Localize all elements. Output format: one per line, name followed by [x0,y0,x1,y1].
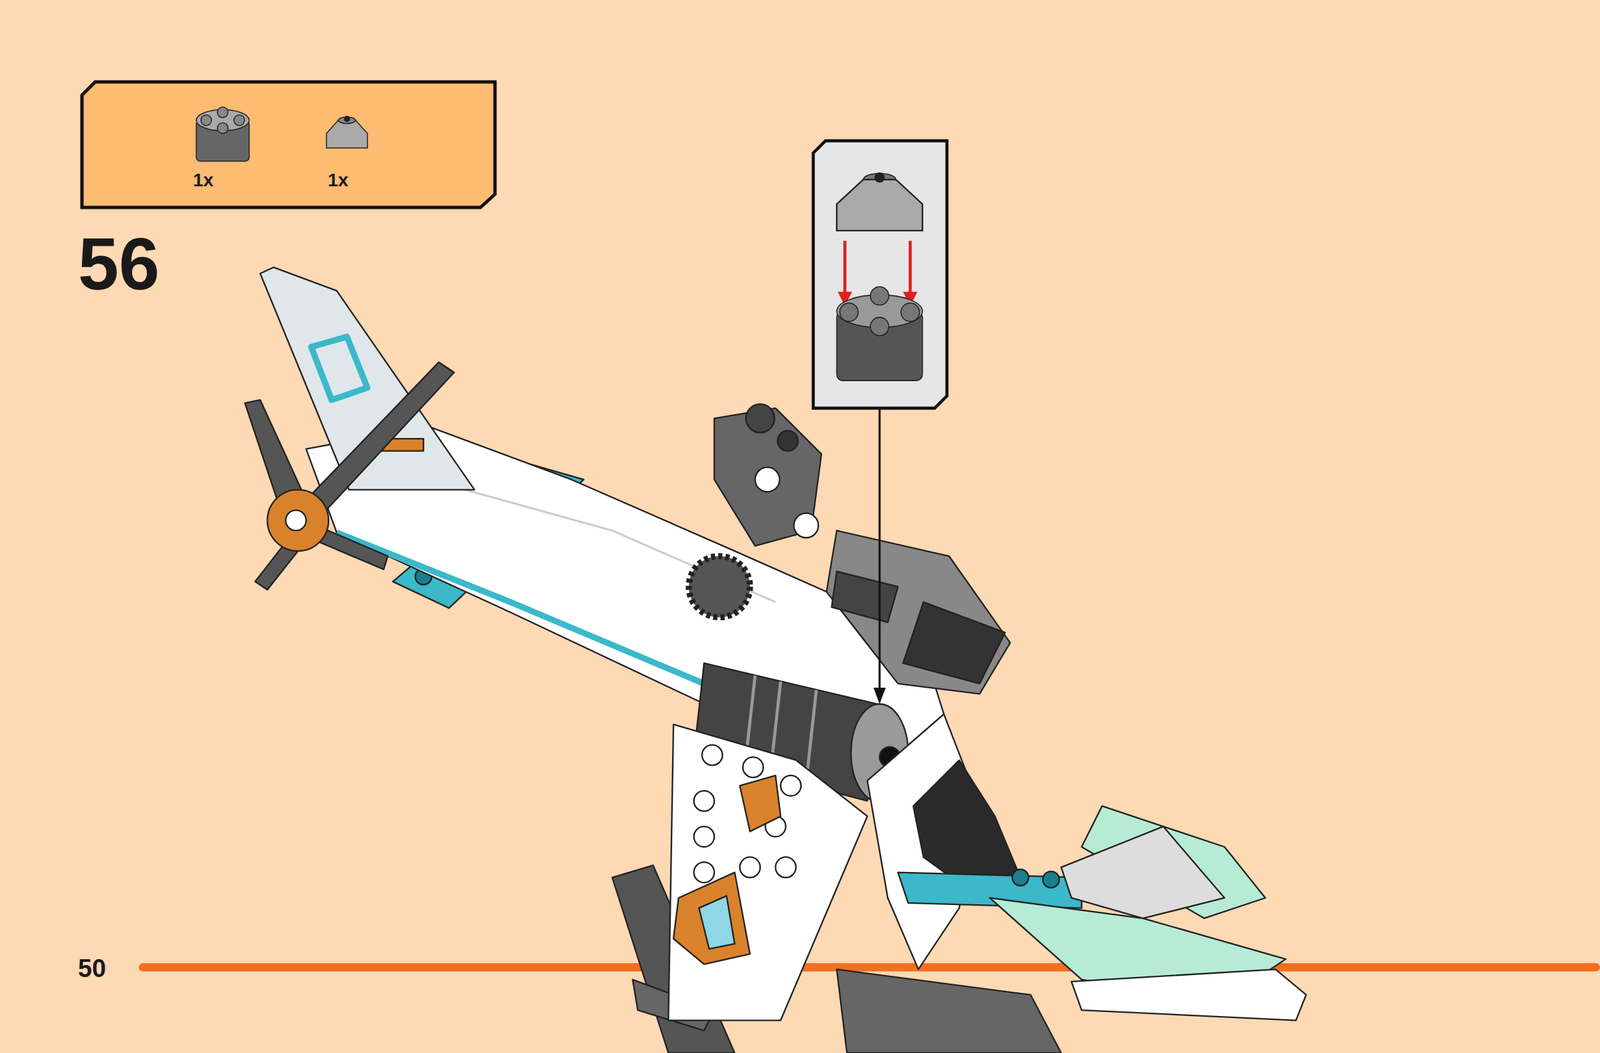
illustration-part [755,467,780,492]
leader-line [873,408,887,705]
part-icon [217,107,229,118]
illustration-part [746,404,775,433]
illustration-part [693,862,715,883]
illustration-part [267,489,330,552]
illustration-part [285,510,306,531]
parts-box-outline [79,79,498,211]
illustration-part [836,179,923,231]
step-number: 56 [77,228,160,302]
part-icon [233,114,245,126]
illustration-part [742,757,764,778]
part-icon [81,81,496,208]
illustration-part [874,172,885,183]
illustration-part [1012,869,1029,887]
illustration-part [1061,826,1225,919]
illustration-part [813,140,948,409]
page-rule [138,963,1600,972]
illustration-part [777,430,799,452]
part-count: 1x [327,171,349,190]
illustration-part [902,602,1005,685]
part-icon [326,120,368,149]
illustration-part [870,317,889,336]
illustration-part [1071,969,1306,1021]
part-icon [338,116,356,124]
illustration-part [826,530,1011,694]
illustration-part [836,969,1062,1053]
illustration-part [693,826,715,848]
illustration-part [311,337,368,401]
illustration-part [337,532,705,685]
illustration-part [739,775,781,833]
illustration-part [305,362,455,516]
illustration-part [900,303,920,322]
illustration-part [1042,871,1060,889]
part-count: 1x [192,171,214,190]
part-icon [200,114,212,126]
illustration-part [780,775,801,797]
illustration-part [775,857,796,878]
illustration-part [839,303,859,322]
illustration-part [843,241,847,297]
illustration-part [688,556,751,618]
part-icon [344,116,350,122]
model [245,267,1307,1053]
page-number: 50 [77,956,106,982]
illustration-part [878,408,881,690]
illustration-part [793,513,819,538]
illustration-part [699,896,735,950]
illustration-part [138,963,1600,972]
callout-box [813,140,948,409]
illustration-part [673,873,751,965]
illustration-part [908,241,913,297]
illustration-part [668,724,868,1022]
illustration-part [870,286,889,306]
illustration-part [831,571,898,623]
illustration-part [739,857,761,878]
illustration-part [693,791,715,812]
parts-box: 1x 1x [79,79,498,211]
part-icon [196,107,368,162]
illustration-part [701,745,723,766]
illustration-part [873,687,887,705]
part-icon [217,122,229,134]
